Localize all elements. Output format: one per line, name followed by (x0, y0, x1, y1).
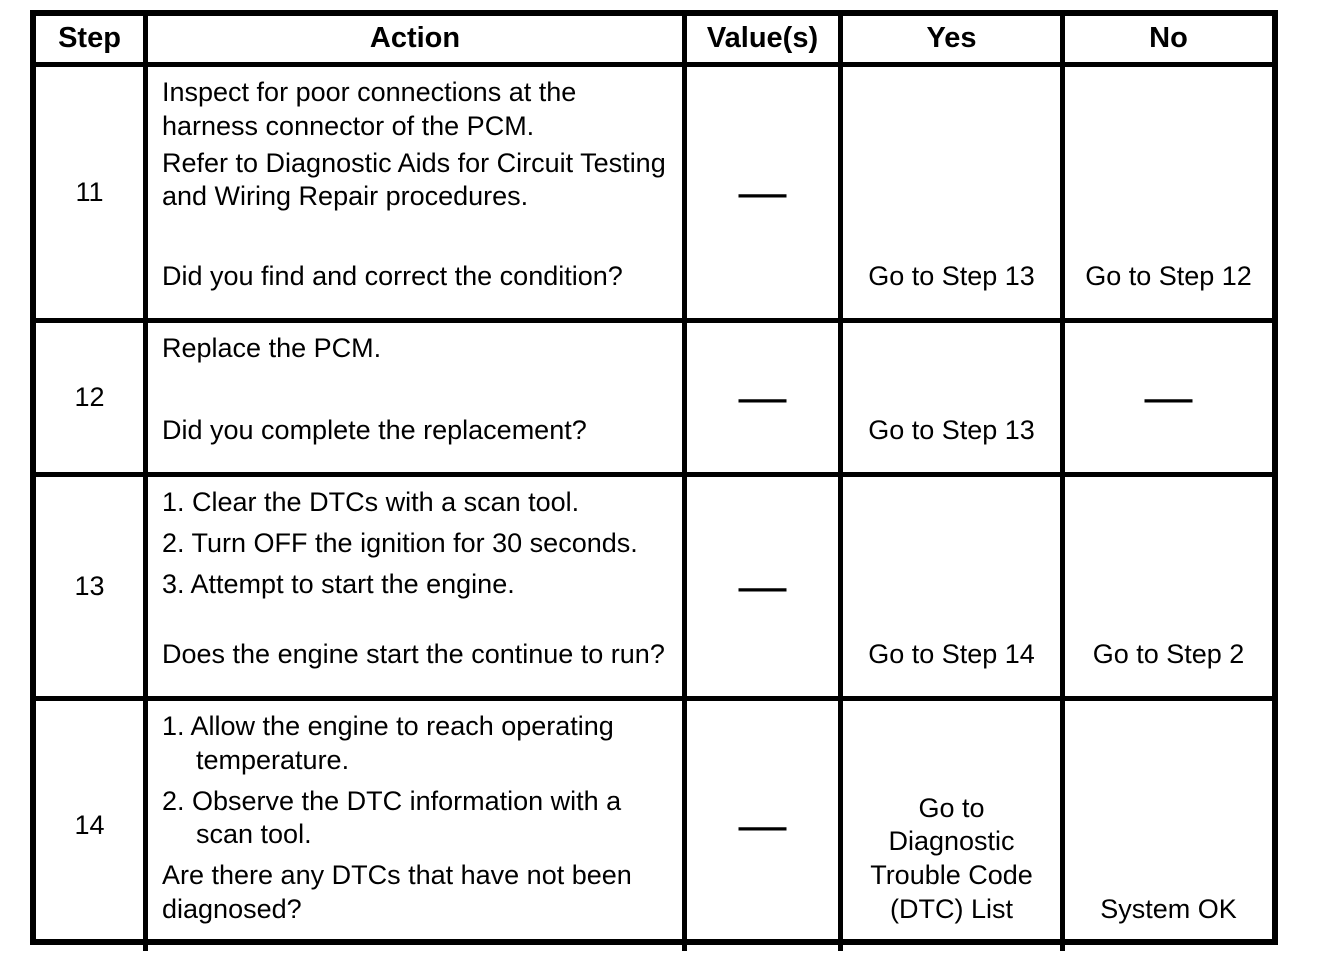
step-cell: 14 (74, 810, 105, 841)
table-row-step-11: 11 Inspect for poor connections at the h… (36, 62, 1272, 318)
action-question: Are there any DTCs that have not been di… (162, 860, 632, 924)
action-cell: Inspect for poor connections at the harn… (143, 67, 682, 318)
header-step: Step (58, 21, 121, 54)
no-cell: Go to Step 2 (1060, 477, 1272, 696)
action-instructions: Replace the PCM. (162, 332, 668, 369)
value-cell: — (682, 323, 838, 472)
action-instruction: 2. Observe the DTC information with a sc… (162, 785, 622, 850)
action-question: Did you complete the replacement? (162, 415, 587, 446)
action-instruction: Replace the PCM. (162, 333, 382, 363)
header-yes: Yes (838, 16, 1060, 62)
header-action: Action (143, 16, 682, 62)
action-instructions: 1. Allow the engine to reach operating t… (162, 710, 668, 859)
diagnostic-table: Step Action Value(s) Yes No 11 Inspect f… (30, 10, 1278, 951)
action-question: Does the engine start the continue to ru… (162, 639, 665, 670)
action-cell: Replace the PCM. Did you complete the re… (143, 323, 682, 472)
action-instruction: 1. Clear the DTCs with a scan tool. (162, 487, 580, 517)
step-cell: 12 (74, 382, 105, 412)
table-row-step-14: 14 1. Allow the engine to reach operatin… (36, 696, 1272, 951)
action-instruction: 2. Turn OFF the ignition for 30 seconds. (162, 527, 638, 558)
dash-value: — (1144, 370, 1193, 424)
no-cell: System OK (1060, 701, 1272, 951)
action-instruction: 3. Attempt to start the engine. (162, 568, 515, 599)
action-instructions: 1. Clear the DTCs with a scan tool. 2. T… (162, 486, 668, 608)
no-cell: Go to Step 12 (1060, 67, 1272, 318)
yes-cell: Go to Step 14 (838, 477, 1060, 696)
action-cell: 1. Allow the engine to reach operating t… (143, 701, 682, 951)
action-instruction: Refer to Diagnostic Aids for Circuit Tes… (162, 147, 666, 212)
action-instruction: Inspect for poor connections at the harn… (162, 77, 577, 141)
header-no: No (1060, 16, 1272, 62)
no-cell: — (1060, 323, 1272, 472)
action-instructions: Inspect for poor connections at the harn… (162, 76, 668, 217)
yes-cell: Go to Diagnostic Trouble Code (DTC) List (838, 701, 1060, 951)
table-header-row: Step Action Value(s) Yes No (36, 16, 1272, 62)
yes-cell: Go to Step 13 (838, 323, 1060, 472)
value-cell: — (682, 701, 838, 951)
header-values: Value(s) (682, 16, 838, 62)
action-cell: 1. Clear the DTCs with a scan tool. 2. T… (143, 477, 682, 696)
yes-cell: Go to Step 13 (838, 67, 1060, 318)
step-cell: 13 (74, 571, 105, 601)
dash-value: — (738, 165, 787, 219)
value-cell: — (682, 477, 838, 696)
value-cell: — (682, 67, 838, 318)
dash-value: — (738, 559, 787, 613)
table-row-step-12: 12 Replace the PCM. Did you complete the… (36, 318, 1272, 472)
table-row-step-13: 13 1. Clear the DTCs with a scan tool. 2… (36, 472, 1272, 696)
dash-value: — (738, 370, 787, 424)
action-instruction: 1. Allow the engine to reach operating t… (162, 711, 614, 775)
step-cell: 11 (75, 177, 104, 207)
action-question: Did you find and correct the condition? (162, 261, 623, 292)
dash-value: — (738, 798, 787, 852)
